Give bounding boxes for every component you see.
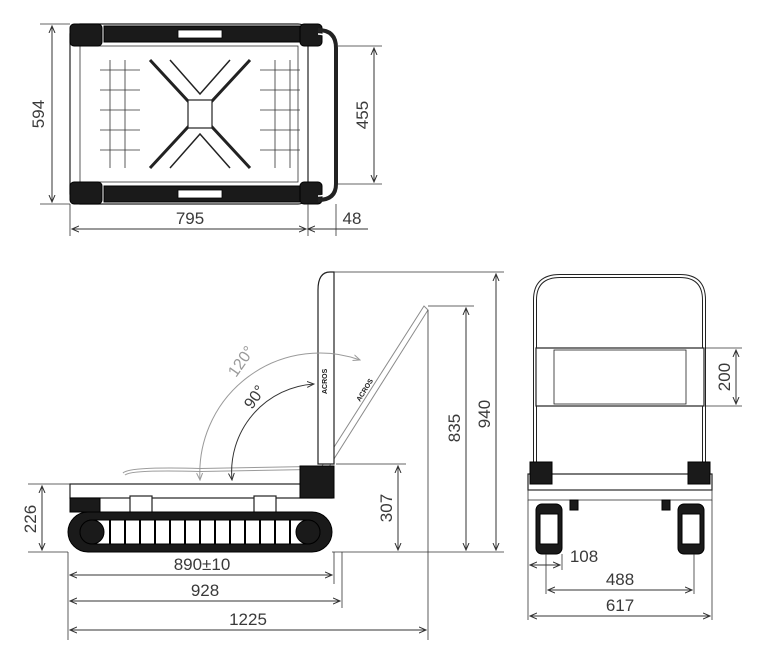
dim-grip-height-label: 200 [715, 363, 734, 391]
dim-total-height-label: 940 [475, 400, 494, 428]
dim-width-label: 795 [176, 209, 204, 228]
side-view: ACROS ACROS 120° 90° [21, 271, 504, 640]
dim-wheel-track-label: 488 [606, 570, 634, 589]
top-view-handle [317, 28, 338, 202]
side-view-crawler [67, 511, 333, 553]
front-view: 200 108 488 617 [527, 274, 742, 620]
angle-upright-label: 90° [241, 383, 269, 413]
dim-tilted-height-label: 835 [445, 414, 464, 442]
dim-handle-width-label: 455 [353, 101, 372, 129]
svg-text:ACROS: ACROS [322, 368, 329, 394]
front-view-handle [533, 274, 706, 470]
side-view-tilted-handle: ACROS [122, 305, 429, 476]
dim-deck-length-label: 890±10 [174, 555, 231, 574]
dim-overall-length-label: 928 [191, 581, 219, 600]
dim-depth-label: 594 [29, 100, 48, 128]
front-view-wheels [535, 499, 705, 555]
side-view-handle: ACROS [317, 271, 335, 465]
top-view: 594 455 795 48 [29, 23, 382, 236]
dim-overall-width-label: 617 [606, 596, 634, 615]
angle-tilted-label: 120° [225, 343, 258, 380]
dim-pivot-height-label: 307 [377, 494, 396, 522]
dim-extended-length-label: 1225 [229, 610, 267, 629]
front-view-deck [527, 461, 713, 501]
dim-handle-offset-label: 48 [343, 209, 362, 228]
dim-inner-wheel-label: 108 [570, 547, 598, 566]
top-view-deck [69, 23, 323, 205]
dim-deck-height-label: 226 [21, 505, 40, 533]
